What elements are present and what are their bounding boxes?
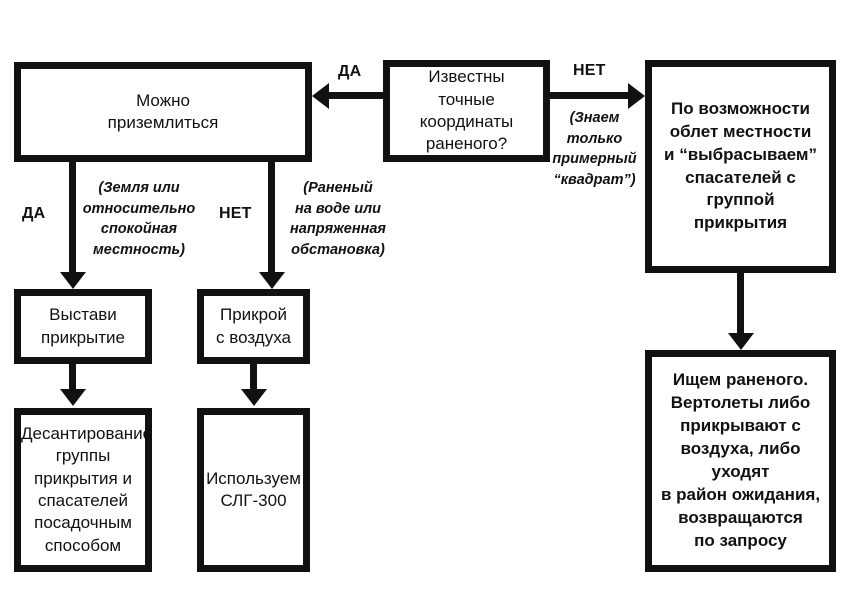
node-use-slg-300-label: Используем СЛГ-300 (206, 468, 301, 510)
node-set-cover: Выстави прикрытие (14, 289, 152, 364)
node-landing-drop: Десантирование группы прикрытия и спасат… (14, 408, 152, 572)
node-landing-drop-label: Десантирование группы прикрытия и спасат… (21, 423, 153, 555)
node-search-wounded-label: Ищем раненого. Вертолеты либо прикрывают… (660, 370, 821, 550)
node-search-wounded: Ищем раненого. Вертолеты либо прикрывают… (645, 350, 836, 572)
edge-label-land-no: НЕТ (219, 205, 252, 222)
arrowhead-can-land-to-set-cover (59, 272, 86, 289)
arrowhead-can-land-to-cover-air (258, 272, 285, 289)
connector-decision-to-overfly (548, 92, 628, 99)
node-overfly-area-label: По возможности облет местности и “выбрас… (664, 98, 817, 233)
node-cover-from-air-label: Прикрой с воздуха (216, 305, 291, 347)
connector-can-land-to-cover-air (268, 162, 275, 274)
node-use-slg-300: Используем СЛГ-300 (197, 408, 310, 572)
arrowhead-set-cover-to-landing-drop (59, 389, 86, 406)
node-overfly-area: По возможности облет местности и “выбрас… (645, 60, 836, 273)
node-decision-coordinates-label: Известны точные координаты раненого? (419, 67, 514, 154)
arrowhead-overfly-to-search (727, 333, 754, 350)
connector-set-cover-to-landing-drop (69, 364, 76, 391)
arrowhead-decision-to-can-land (312, 82, 329, 109)
arrowhead-cover-air-to-use-slg (240, 389, 267, 406)
edge-note-land-yes: (Земля или относительно спокойная местно… (82, 180, 196, 258)
connector-can-land-to-set-cover (69, 162, 76, 274)
node-decision-coordinates: Известны точные координаты раненого? (383, 60, 550, 162)
edge-label-decision-yes: ДА (338, 63, 362, 80)
connector-cover-air-to-use-slg (250, 364, 257, 391)
node-can-land-label: Можно приземлиться (107, 90, 219, 132)
edge-label-land-yes: ДА (22, 205, 46, 222)
node-can-land: Можно приземлиться (14, 62, 312, 162)
connector-decision-to-can-land (329, 92, 385, 99)
edge-note-land-no: (Раненый на воде или напряженная обстано… (290, 180, 386, 258)
edge-label-decision-no: НЕТ (573, 62, 606, 79)
node-set-cover-label: Выстави прикрытие (40, 305, 125, 347)
arrowhead-decision-to-overfly (628, 82, 645, 109)
edge-note-decision-no: (Знаем только примерный “квадрат”) (552, 110, 637, 188)
node-cover-from-air: Прикрой с воздуха (197, 289, 310, 364)
connector-overfly-to-search (737, 273, 744, 335)
